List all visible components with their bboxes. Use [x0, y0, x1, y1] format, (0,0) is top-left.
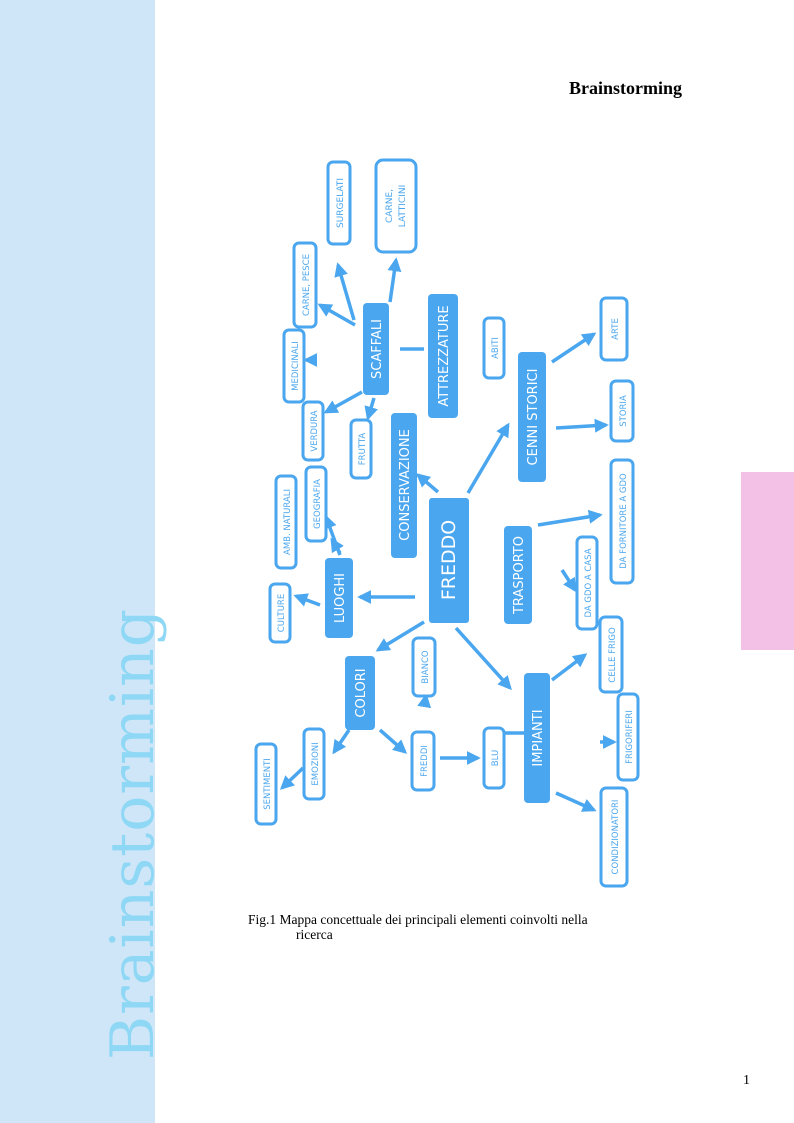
node-storia-label: STORIA: [619, 395, 629, 427]
node-attrezzature: ATTREZZATURE: [428, 294, 458, 418]
node-sentimenti-label: SENTIMENTI: [263, 758, 273, 810]
edge-trasporto-fornitore: [537, 509, 603, 527]
node-bianco-label: BIANCO: [421, 650, 431, 683]
concept-map: FREDDO CONSERVAZIONE ATTREZZATURE SCAFFA…: [254, 158, 640, 888]
connectors: [279, 257, 617, 812]
node-medicinali-label: MEDICINALI: [291, 341, 301, 391]
node-verdura: VERDURA: [301, 400, 325, 462]
node-celle-frigo-label: CELLE FRIGO: [608, 627, 618, 683]
node-bianco: BIANCO: [411, 636, 437, 698]
node-da-fornitore-label: DA FORNITORE A GDO: [619, 473, 629, 569]
edge-scaffali-surgelati: [334, 262, 356, 321]
node-luoghi-label: LUOGHI: [333, 573, 348, 623]
node-surgelati-label: SURGELATI: [336, 178, 346, 228]
sidebar-title: Brainstorming: [98, 607, 168, 1060]
node-verdura-label: VERDURA: [310, 410, 320, 451]
edge-freddo-cenni: [466, 422, 510, 494]
edge-impianti-celle: [550, 653, 588, 682]
node-emozioni: EMOZIONI: [302, 727, 326, 801]
caption-line-1: Fig.1 Mappa concettuale dei principali e…: [248, 912, 588, 927]
main-nodes: FREDDO CONSERVAZIONE ATTREZZATURE SCAFFA…: [325, 294, 550, 803]
node-cenni-storici-label: CENNI STORICI: [526, 369, 541, 466]
node-freddo: FREDDO: [429, 498, 469, 623]
page-number: 1: [743, 1073, 750, 1088]
edge-scaffali-carne-pesce: [317, 303, 356, 327]
edge-luoghi-geografia: [330, 537, 344, 554]
edge-scaffali-carne-latticini: [387, 257, 402, 303]
node-carne-latticini: CARNE, LATTICINI: [374, 158, 418, 254]
node-arte: ARTE: [599, 296, 629, 362]
edge-scaffali-verdura: [323, 390, 363, 414]
node-trasporto-label: TRASPORTO: [512, 536, 527, 615]
node-frutta-label: FRUTTA: [358, 433, 368, 466]
node-scaffali: SCAFFALI: [363, 303, 389, 395]
node-colori-label: COLORI: [354, 668, 369, 717]
node-colori: COLORI: [345, 656, 375, 730]
node-impianti: IMPIANTI: [524, 673, 550, 803]
node-conservazione-label: CONSERVAZIONE: [398, 429, 413, 541]
edge-colori-emozioni: [332, 729, 351, 755]
node-impianti-label: IMPIANTI: [531, 709, 546, 766]
edge-emozioni-sentimenti: [279, 766, 305, 790]
node-attrezzature-label: ATTREZZATURE: [437, 305, 452, 406]
node-freddi-label: FREDDI: [420, 745, 430, 777]
edge-colori-freddi: [378, 728, 408, 754]
node-da-gdo-label: DA GDO A CASA: [584, 548, 594, 617]
edge-trasporto-gdo: [560, 569, 577, 593]
pink-tab: [741, 472, 794, 650]
sidebar: Brainstorming: [0, 0, 168, 1123]
edge-impianti-condizionatori: [555, 791, 597, 812]
node-carne-pesce-label: CARNE, PESCE: [302, 254, 312, 316]
figure-caption: Fig.1 Mappa concettuale dei principali e…: [248, 912, 668, 942]
node-amb-naturali-label: AMB. NATURALI: [283, 489, 293, 555]
node-frigoriferi-label: FRIGORIFERI: [625, 710, 635, 764]
node-carne-pesce: CARNE, PESCE: [292, 241, 318, 329]
node-frutta: FRUTTA: [349, 418, 373, 480]
node-condizionatori: CONDIZIONATORI: [599, 786, 629, 888]
node-conservazione: CONSERVAZIONE: [391, 413, 417, 558]
caption-line-2: ricerca: [296, 927, 333, 942]
leaf-nodes: SURGELATI CARNE, LATTICINI CARNE, PESCE …: [254, 158, 640, 888]
node-emozioni-label: EMOZIONI: [311, 742, 321, 785]
node-geografia-label: GEOGRAFIA: [313, 479, 323, 529]
node-freddi: FREDDI: [410, 730, 436, 792]
edge-luoghi-culture: [293, 593, 321, 607]
node-storia: STORIA: [609, 379, 635, 443]
node-medicinali: MEDICINALI: [282, 328, 306, 404]
node-condizionatori-label: CONDIZIONATORI: [611, 800, 621, 875]
node-amb-naturali: AMB. NATURALI: [274, 474, 298, 570]
edge-freddo-colori: [375, 620, 425, 652]
node-surgelati: SURGELATI: [326, 160, 352, 246]
page-header: Brainstorming: [568, 78, 682, 98]
node-da-fornitore: DA FORNITORE A GDO: [609, 458, 635, 585]
node-carne-latticini-line1: CARNE,: [385, 189, 395, 223]
node-culture: CULTURE: [268, 582, 292, 644]
node-scaffali-label: SCAFFALI: [370, 319, 385, 379]
edge-freddo-impianti: [454, 626, 512, 691]
node-culture-label: CULTURE: [277, 594, 287, 632]
node-luoghi: LUOGHI: [325, 558, 353, 638]
node-cenni-storici: CENNI STORICI: [518, 352, 546, 482]
node-carne-latticini-line2: LATTICINI: [398, 185, 408, 228]
node-blu: BLU: [482, 726, 506, 790]
node-sentimenti: SENTIMENTI: [254, 742, 278, 826]
node-abiti-label: ABITI: [491, 337, 501, 359]
node-celle-frigo: CELLE FRIGO: [598, 615, 624, 694]
edge-scaffali-frutta: [364, 397, 378, 421]
node-da-gdo: DA GDO A CASA: [575, 535, 599, 631]
node-arte-label: ARTE: [611, 318, 621, 340]
node-frigoriferi: FRIGORIFERI: [616, 692, 640, 782]
node-blu-label: BLU: [491, 750, 501, 766]
edge-cenni-arte: [551, 332, 597, 364]
node-freddo-label: FREDDO: [438, 520, 460, 600]
edge-cenni-storia: [555, 418, 609, 433]
node-trasporto: TRASPORTO: [504, 526, 532, 624]
node-geografia: GEOGRAFIA: [304, 465, 328, 543]
node-abiti: ABITI: [482, 316, 506, 380]
edge-freddo-conservazione: [415, 473, 440, 494]
